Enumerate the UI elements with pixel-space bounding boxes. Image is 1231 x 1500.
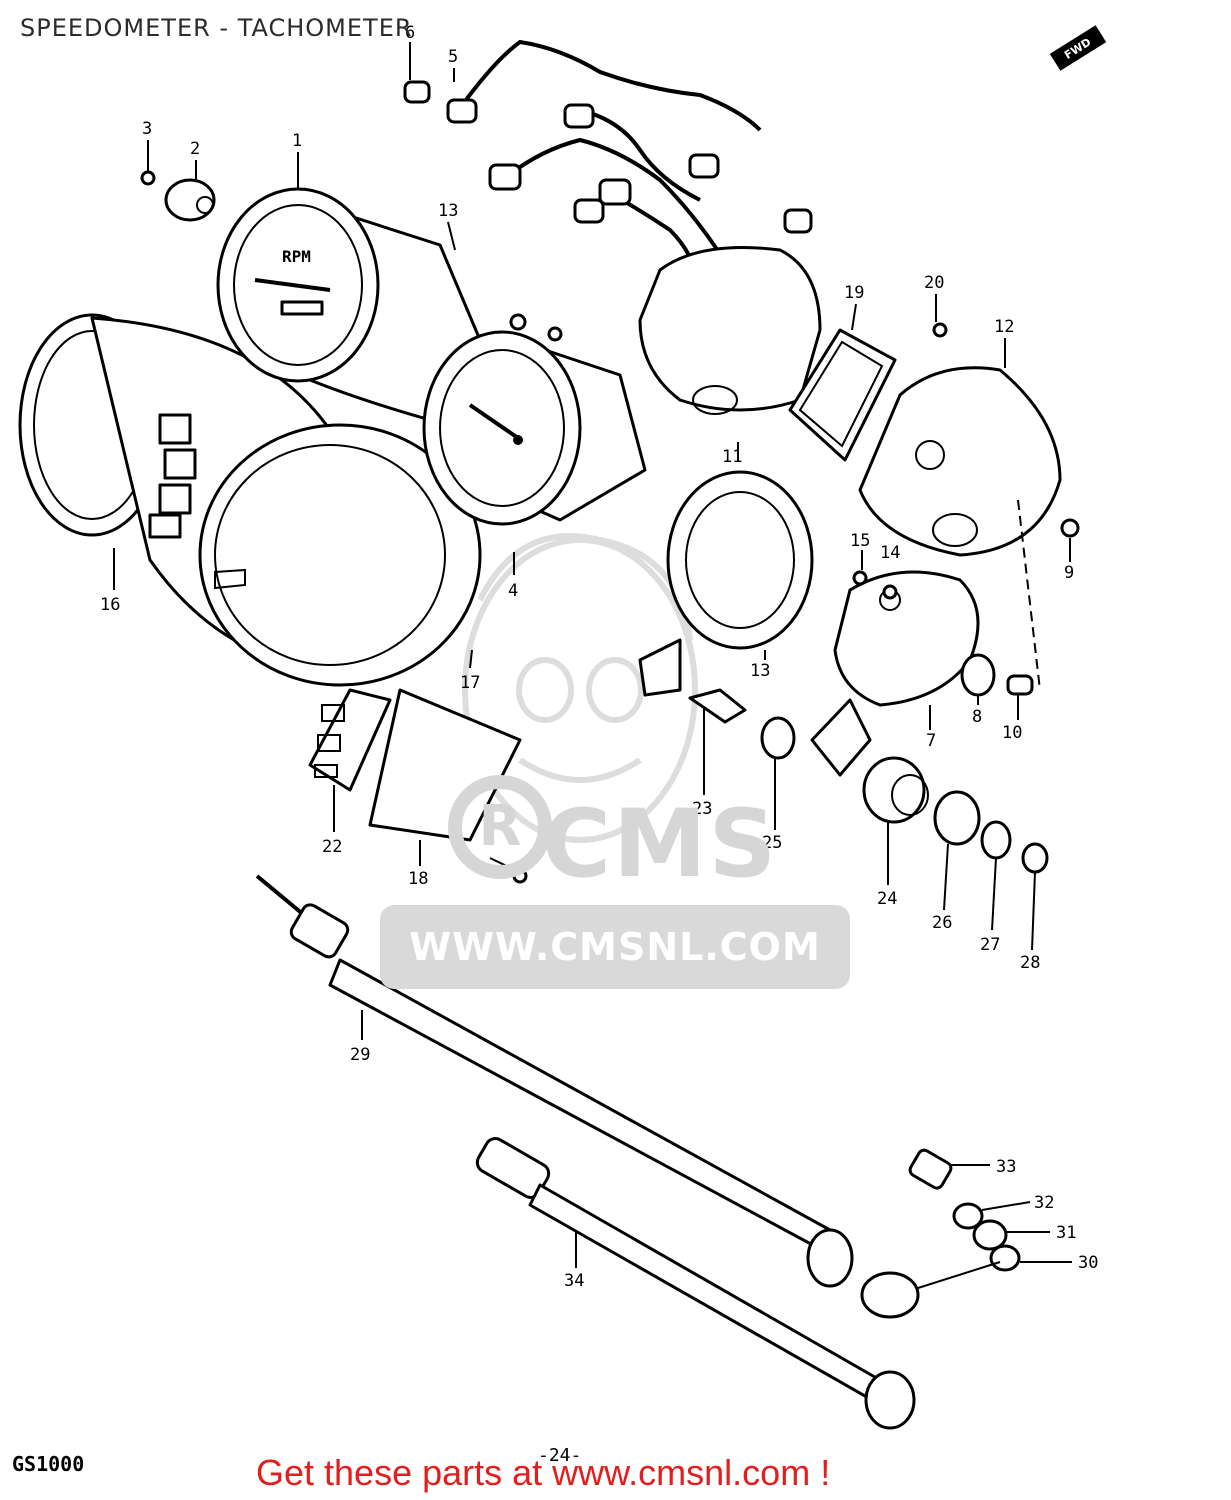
callout-22: 22 bbox=[322, 837, 342, 857]
callout-10: 10 bbox=[1002, 723, 1022, 743]
callout-4: 4 bbox=[508, 581, 518, 601]
callout-31: 31 bbox=[1056, 1223, 1076, 1243]
page-title: SPEEDOMETER - TACHOMETER bbox=[20, 14, 413, 42]
callout-26: 26 bbox=[932, 913, 952, 933]
callout-1: 1 bbox=[292, 131, 302, 151]
callout-5: 5 bbox=[448, 47, 458, 67]
mount-hardware bbox=[860, 1148, 1021, 1319]
meter-cover bbox=[18, 313, 482, 687]
speedometer-cable-34 bbox=[475, 1137, 916, 1430]
meter-case-12 bbox=[858, 366, 1062, 691]
tachometer bbox=[422, 330, 647, 526]
callout-9: 9 bbox=[1064, 563, 1074, 583]
callout-19: 19 bbox=[844, 283, 864, 303]
callout-17: 17 bbox=[460, 673, 480, 693]
callout-29: 29 bbox=[350, 1045, 370, 1065]
callout-23: 23 bbox=[692, 799, 712, 819]
meter-case-lower bbox=[638, 246, 822, 415]
speedometer: RPM bbox=[216, 187, 482, 422]
callout-30: 30 bbox=[1078, 1253, 1098, 1273]
watermark-url: WWW.CMSNL.COM bbox=[380, 905, 850, 989]
callout-33: 33 bbox=[996, 1157, 1016, 1177]
hardware bbox=[140, 170, 1080, 884]
ring-13 bbox=[638, 470, 814, 697]
callout-2: 2 bbox=[190, 139, 200, 159]
watermark-brand: CMS bbox=[542, 790, 779, 899]
callout-20: 20 bbox=[924, 273, 944, 293]
callout-18: 18 bbox=[408, 869, 428, 889]
fwd-badge: FWD bbox=[1049, 25, 1107, 71]
callout-13a: 13 bbox=[438, 201, 458, 221]
callout-28: 28 bbox=[1020, 953, 1040, 973]
callout-3: 3 bbox=[142, 119, 152, 139]
callout-27: 27 bbox=[980, 935, 1000, 955]
bracket-7 bbox=[810, 570, 980, 777]
promo-link[interactable]: Get these parts at www.cmsnl.com ! bbox=[256, 1452, 831, 1493]
callout-14: 14 bbox=[880, 543, 900, 563]
callout-7: 7 bbox=[926, 731, 936, 751]
tachometer-cable-29 bbox=[255, 874, 854, 1288]
callout-11: 11 bbox=[722, 447, 742, 467]
callout-24: 24 bbox=[877, 889, 897, 909]
gasket-19 bbox=[788, 328, 897, 462]
callout-13b: 13 bbox=[750, 661, 770, 681]
watermark-registered-mark: R bbox=[448, 775, 552, 879]
svg-text:RPM: RPM bbox=[282, 247, 311, 266]
callout-12: 12 bbox=[994, 317, 1014, 337]
callout-34: 34 bbox=[564, 1271, 584, 1291]
page-number: -24- bbox=[538, 1445, 582, 1466]
callout-32: 32 bbox=[1034, 1193, 1054, 1213]
callout-6: 6 bbox=[405, 23, 415, 43]
callout-16: 16 bbox=[100, 595, 120, 615]
callout-15: 15 bbox=[850, 531, 870, 551]
callout-25: 25 bbox=[762, 833, 782, 853]
callout-8: 8 bbox=[972, 707, 982, 727]
model-label: GS1000 bbox=[12, 1452, 85, 1476]
